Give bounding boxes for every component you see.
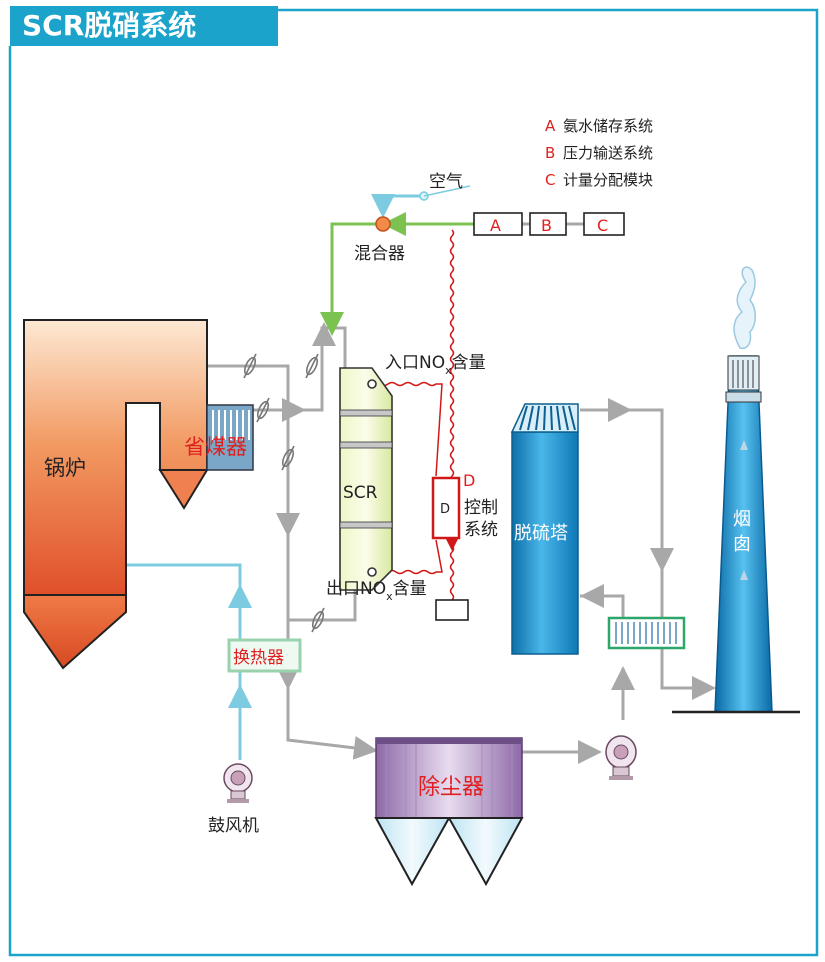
- svg-text:B: B: [545, 144, 555, 162]
- d-tag-label: D: [463, 471, 475, 490]
- mixer: [375, 216, 391, 232]
- chimney: [672, 355, 800, 714]
- box-a-label: A: [490, 216, 501, 235]
- boiler: [23, 319, 209, 670]
- chimney-label-1: 烟: [733, 509, 751, 530]
- box-c-label: C: [597, 216, 608, 235]
- economizer: [206, 404, 254, 471]
- legend: A 氨水储存系统 B 压力输送系统 C 计量分配模块: [545, 117, 653, 189]
- control-system: [431, 476, 469, 621]
- blower-fan: [223, 763, 253, 803]
- inlet-nox-label: 入口NOx含量: [385, 353, 486, 377]
- box-d-label: D: [440, 502, 450, 517]
- heat-exchanger-label: 换热器: [233, 648, 284, 668]
- blower-label: 鼓风机: [208, 816, 259, 836]
- flue-gas-pipes: [207, 322, 716, 764]
- dust-collector-label: 除尘器: [418, 775, 484, 800]
- boiler-label: 锅炉: [44, 456, 86, 480]
- svg-text:氨水储存系统: 氨水储存系统: [563, 117, 653, 135]
- svg-text:A: A: [545, 117, 556, 135]
- induced-draft-fan: [605, 735, 637, 780]
- box-b-label: B: [541, 216, 552, 235]
- chimney-label-2: 囱: [733, 534, 751, 555]
- page-title: SCR脱硝系统: [10, 6, 278, 46]
- scr-label: SCR: [343, 483, 378, 503]
- air-label: 空气: [429, 172, 463, 192]
- air-lines: [126, 194, 424, 760]
- smoke-plume: [733, 266, 756, 350]
- svg-text:压力输送系统: 压力输送系统: [563, 144, 653, 162]
- scr-reactor: [339, 367, 393, 591]
- svg-text:计量分配模块: 计量分配模块: [563, 171, 653, 189]
- mixed-ammonia-lines: [320, 212, 474, 336]
- economizer-label: 省煤器: [184, 435, 247, 459]
- desulfurization-tower: [510, 403, 579, 655]
- gas-gas-heater: [607, 616, 686, 650]
- abc-boxes: [473, 212, 625, 236]
- outlet-nox-label: 出口NOx含量: [326, 579, 427, 603]
- dampers: [243, 353, 325, 633]
- frame-border: [8, 8, 819, 957]
- dust-collector: [374, 737, 524, 887]
- control-label-2: 系统: [464, 520, 498, 540]
- air-heat-exchanger: [227, 638, 302, 673]
- control-label-1: 控制: [464, 498, 498, 518]
- mixer-label: 混合器: [354, 244, 405, 264]
- svg-text:C: C: [545, 171, 555, 189]
- desulfurizer-label: 脱硫塔: [514, 523, 568, 544]
